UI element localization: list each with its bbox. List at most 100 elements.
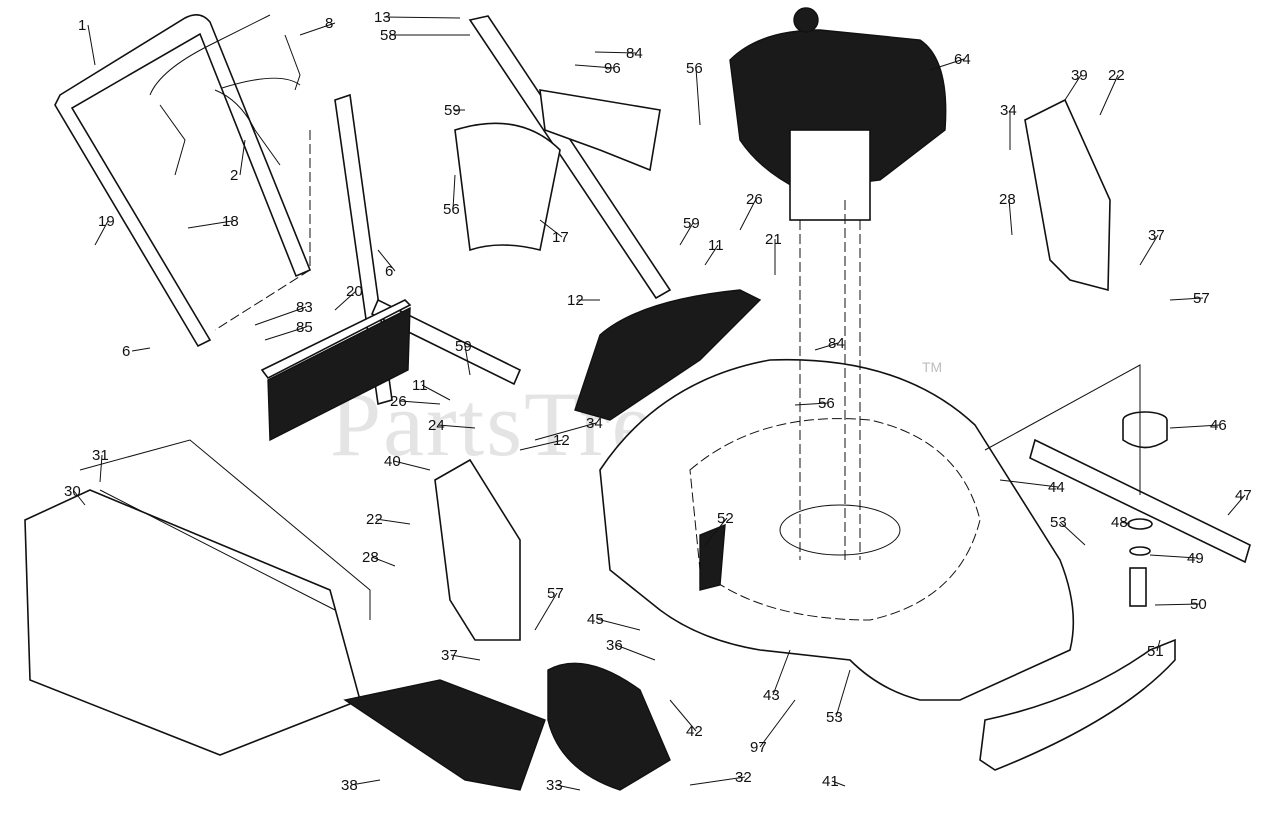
callout-leader xyxy=(615,644,656,661)
callout-leader xyxy=(695,67,701,126)
part-mower-deck xyxy=(599,358,1075,701)
callout-label: 37 xyxy=(1148,227,1165,244)
part-blade-adapter xyxy=(1122,411,1168,449)
callout-label: 20 xyxy=(346,283,363,300)
callout-leader xyxy=(437,424,476,429)
callout-label: 59 xyxy=(455,338,472,355)
callout-label: 34 xyxy=(1000,102,1017,119)
callout-leader xyxy=(1169,297,1204,301)
callout-label: 31 xyxy=(92,447,109,464)
callout-label: 8 xyxy=(325,15,333,32)
callout-label: 11 xyxy=(412,377,428,394)
callout-label: 42 xyxy=(686,723,703,740)
callout-label: 26 xyxy=(746,191,763,208)
callout-leader xyxy=(1059,521,1086,546)
callout-leader xyxy=(377,249,396,272)
callout-leader xyxy=(739,198,757,231)
callout-label: 56 xyxy=(443,201,460,218)
callout-label: 50 xyxy=(1190,596,1207,613)
callout-leader xyxy=(1227,494,1246,516)
callout-label: 97 xyxy=(750,739,767,756)
callout-leader xyxy=(350,779,381,786)
callout-label: 49 xyxy=(1187,550,1204,567)
callout-label: 57 xyxy=(1193,290,1210,307)
callout-label: 59 xyxy=(683,215,700,232)
part-bail-wire xyxy=(159,34,301,176)
callout-label: 18 xyxy=(222,213,239,230)
callout-label: 12 xyxy=(553,432,570,449)
part-mulch-plug xyxy=(343,679,546,791)
callout-label: 26 xyxy=(390,393,407,410)
assembly-line-handle xyxy=(214,130,311,331)
part-height-adjuster-left xyxy=(434,458,521,641)
callout-label: 84 xyxy=(626,45,643,62)
callout-label: 47 xyxy=(1235,487,1252,504)
part-front-baffle xyxy=(979,638,1176,771)
callout-leader xyxy=(594,51,637,54)
callout-leader xyxy=(534,592,558,631)
assembly-line-engine xyxy=(799,200,861,560)
callout-leader xyxy=(450,654,481,661)
callout-leader xyxy=(1169,424,1221,429)
part-cable xyxy=(214,77,301,166)
callout-label: 59 xyxy=(444,102,461,119)
callout-leader xyxy=(794,402,829,406)
callout-label: 44 xyxy=(1048,479,1065,496)
callout-label: 56 xyxy=(818,395,835,412)
callout-leader xyxy=(1139,234,1159,266)
callout-leader xyxy=(669,699,697,732)
callout-label: 22 xyxy=(1108,67,1125,84)
callout-label: 28 xyxy=(999,191,1016,208)
callout-label: 64 xyxy=(954,51,971,68)
callout-leader xyxy=(399,400,441,405)
callout-leader xyxy=(574,64,615,69)
part-washer xyxy=(1127,518,1153,530)
part-control-bar xyxy=(149,14,271,96)
callout-label: 40 xyxy=(384,453,401,470)
callout-label: 34 xyxy=(586,415,603,432)
callout-label: 24 xyxy=(428,417,445,434)
callout-leader xyxy=(299,22,336,36)
callout-label: 13 xyxy=(374,9,391,26)
callout-leader xyxy=(334,290,357,311)
callout-leader xyxy=(371,556,396,567)
callout-leader xyxy=(375,518,411,525)
part-blade-bolt xyxy=(1129,567,1147,607)
callout-label: 46 xyxy=(1210,417,1227,434)
callout-leader xyxy=(421,384,451,401)
callout-leader xyxy=(99,454,103,483)
callout-leader xyxy=(1099,74,1119,116)
part-engine xyxy=(729,7,947,221)
callout-leader xyxy=(814,342,839,351)
callout-leader xyxy=(94,220,109,246)
callout-label: 85 xyxy=(296,319,313,336)
callout-label: 32 xyxy=(735,769,752,786)
callout-leader xyxy=(187,220,233,229)
callout-label: 22 xyxy=(366,511,383,528)
callout-leader xyxy=(1120,521,1131,525)
callout-label: 51 xyxy=(1147,643,1164,660)
part-height-adjuster-right xyxy=(1024,98,1111,292)
callout-label: 96 xyxy=(604,60,621,77)
callout-leader xyxy=(555,784,581,791)
callout-leader xyxy=(264,326,307,341)
callout-leader xyxy=(73,490,86,506)
part-discharge-door xyxy=(547,662,671,791)
part-chute-deflector xyxy=(454,122,561,252)
callout-leader xyxy=(1008,198,1013,236)
callout-leader xyxy=(519,439,564,451)
callout-label: 38 xyxy=(341,777,358,794)
callout-label: 36 xyxy=(606,637,623,654)
callout-leader xyxy=(929,58,965,71)
part-lock-washer xyxy=(1129,546,1151,556)
callout-label: 33 xyxy=(546,777,563,794)
callout-leader xyxy=(831,780,846,787)
callout-leader xyxy=(87,24,96,66)
callout-label: 58 xyxy=(380,27,397,44)
callout-leader xyxy=(1156,639,1161,652)
callout-leader xyxy=(999,479,1059,488)
callout-label: 1 xyxy=(78,17,86,34)
callout-leader xyxy=(239,139,246,176)
part-blade xyxy=(1029,438,1251,564)
